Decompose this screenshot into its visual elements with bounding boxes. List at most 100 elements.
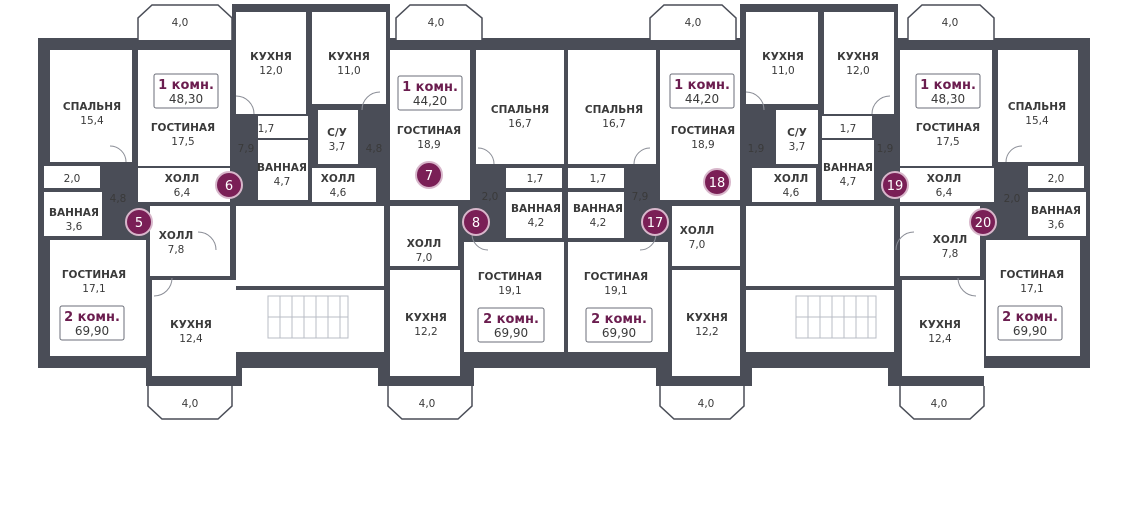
apartment-box[interactable]: 1 комн.44,20 xyxy=(397,75,463,111)
apartment-type: 2 комн. xyxy=(483,312,539,327)
room-name: ХОЛЛ xyxy=(927,173,961,185)
apartment-number-marker[interactable]: 5 xyxy=(125,208,153,236)
small-area: 2,0 xyxy=(64,173,81,185)
room-area: 11,0 xyxy=(337,65,360,77)
room-name: ГОСТИНАЯ xyxy=(916,122,980,134)
apartment-type: 1 комн. xyxy=(402,80,458,95)
room-name: ВАННАЯ xyxy=(257,162,307,174)
room-name: КУХНЯ xyxy=(686,312,728,324)
apartment-area: 44,20 xyxy=(685,92,719,106)
room-name: ХОЛЛ xyxy=(407,238,441,250)
apartment-box[interactable]: 2 комн.69,90 xyxy=(997,305,1063,341)
apartment-number-marker[interactable]: 17 xyxy=(641,208,669,236)
small-area: 1,9 xyxy=(877,143,894,155)
apartment-number-marker[interactable]: 19 xyxy=(881,171,909,199)
marker-number: 19 xyxy=(887,179,904,194)
room-name: СПАЛЬНЯ xyxy=(491,104,549,116)
small-area: 1,7 xyxy=(590,173,607,185)
balcony-area: 4,0 xyxy=(698,398,715,410)
room-name: КУХНЯ xyxy=(837,51,879,63)
room-name: ХОЛЛ xyxy=(165,173,199,185)
room-name: ВАННАЯ xyxy=(1031,205,1081,217)
room-area: 4,6 xyxy=(330,187,347,199)
room-name: СПАЛЬНЯ xyxy=(63,101,121,113)
room-area: 3,7 xyxy=(789,141,806,153)
balcony xyxy=(147,386,233,420)
apartment-number-marker[interactable]: 20 xyxy=(969,208,997,236)
marker-number: 20 xyxy=(975,216,992,231)
room-area: 16,7 xyxy=(508,118,531,130)
apartment-number-marker[interactable]: 18 xyxy=(703,168,731,196)
apartment-type: 2 комн. xyxy=(64,310,120,325)
room-name: КУХНЯ xyxy=(919,319,961,331)
room-area: 3,7 xyxy=(329,141,346,153)
room-name: ВАННАЯ xyxy=(823,162,873,174)
apartment-box-frame xyxy=(997,305,1063,341)
apartment-number-marker[interactable]: 6 xyxy=(215,171,243,199)
apartment-box-frame xyxy=(915,73,981,109)
marker-circle xyxy=(462,208,490,236)
room-name: ХОЛЛ xyxy=(321,173,355,185)
room-name: ГОСТИНАЯ xyxy=(62,269,126,281)
apartment-box[interactable]: 1 комн.44,20 xyxy=(669,73,735,109)
small-area: 1,7 xyxy=(840,123,857,135)
room-name: ВАННАЯ xyxy=(573,203,623,215)
apartment-area: 69,90 xyxy=(494,326,528,340)
room-area: 15,4 xyxy=(1025,115,1049,127)
room-name: ХОЛЛ xyxy=(159,230,193,242)
small-area: 4,8 xyxy=(110,193,127,205)
room-name: ВАННАЯ xyxy=(49,207,99,219)
small-area: 1,7 xyxy=(527,173,544,185)
apartment-markers: 5 6 7 8 17 18 19 20 xyxy=(125,161,997,236)
room-name: С/У xyxy=(327,127,347,139)
small-area: 7,9 xyxy=(238,143,255,155)
room-area: 3,6 xyxy=(1048,219,1065,231)
room-name: ВАННАЯ xyxy=(511,203,561,215)
room-area: 4,7 xyxy=(840,176,857,188)
marker-number: 5 xyxy=(135,216,143,231)
room-area: 12,4 xyxy=(179,333,203,345)
room-labels: СПАЛЬНЯ15,4ГОСТИНАЯ17,5КУХНЯ12,0КУХНЯ11,… xyxy=(49,51,1081,345)
apartment-box[interactable]: 2 комн.69,90 xyxy=(585,307,653,343)
marker-number: 7 xyxy=(425,169,433,184)
balcony xyxy=(907,4,995,40)
room-area: 4,2 xyxy=(528,217,545,229)
small-area: 1,7 xyxy=(258,123,275,135)
apartment-number-marker[interactable]: 7 xyxy=(415,161,443,189)
apartment-boxes: 1 комн.48,301 комн.44,201 комн.44,201 ко… xyxy=(59,73,1063,343)
marker-number: 6 xyxy=(225,179,233,194)
room-name: СПАЛЬНЯ xyxy=(585,104,643,116)
marker-circle xyxy=(703,168,731,196)
room-area: 12,4 xyxy=(928,333,952,345)
balcony xyxy=(387,386,473,420)
apartment-box[interactable]: 2 комн.69,90 xyxy=(477,307,545,343)
balcony-area: 4,0 xyxy=(931,398,948,410)
apartment-type: 1 комн. xyxy=(674,78,730,93)
small-area: 2,0 xyxy=(1048,173,1065,185)
apartment-type: 2 комн. xyxy=(1002,310,1058,325)
small-area: 7,9 xyxy=(632,191,649,203)
room-name: ХОЛЛ xyxy=(933,234,967,246)
balcony-area: 4,0 xyxy=(685,17,702,29)
room-area: 17,5 xyxy=(171,136,194,148)
balcony-area: 4,0 xyxy=(428,17,445,29)
room-area: 7,8 xyxy=(942,248,959,260)
balcony xyxy=(899,386,985,420)
room-area: 19,1 xyxy=(604,285,627,297)
room-area: 4,6 xyxy=(783,187,800,199)
apartment-type: 2 комн. xyxy=(591,312,647,327)
apartment-type: 1 комн. xyxy=(158,78,214,93)
apartment-box[interactable]: 1 комн.48,30 xyxy=(153,73,219,109)
marker-circle xyxy=(125,208,153,236)
apartment-box[interactable]: 2 комн.69,90 xyxy=(59,305,125,341)
marker-circle xyxy=(215,171,243,199)
room-name: КУХНЯ xyxy=(762,51,804,63)
room-name: ГОСТИНАЯ xyxy=(1000,269,1064,281)
apartment-number-marker[interactable]: 8 xyxy=(462,208,490,236)
room-area: 16,7 xyxy=(602,118,625,130)
apartment-box[interactable]: 1 комн.48,30 xyxy=(915,73,981,109)
doors xyxy=(109,91,1023,297)
room-area: 7,8 xyxy=(168,244,185,256)
